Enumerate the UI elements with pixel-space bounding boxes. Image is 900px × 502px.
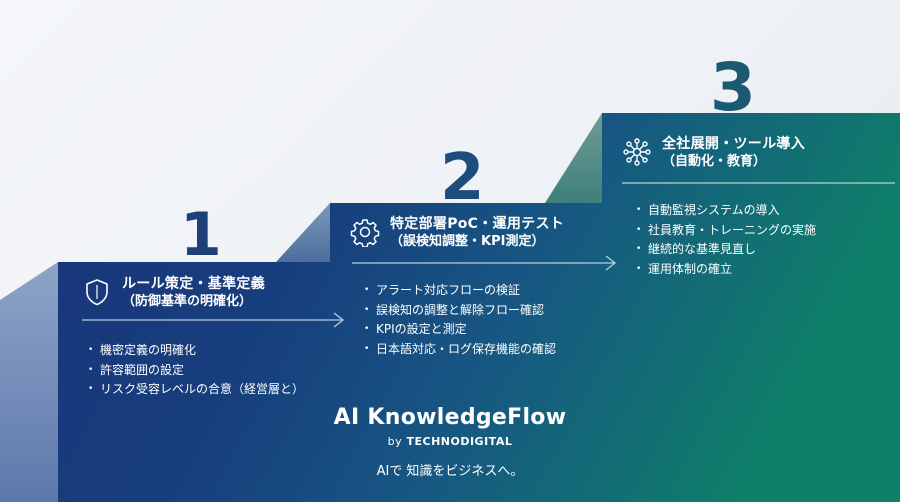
network-icon	[623, 138, 651, 166]
shield-icon	[86, 279, 108, 306]
gear-icon	[350, 219, 380, 247]
step-number-1: 1	[180, 200, 222, 270]
list-item: アラート対応フローの検証	[362, 281, 600, 301]
step-2-subtitle: （誤検知調整・KPI測定）	[390, 234, 545, 249]
step-3-title: 全社展開・ツール導入	[662, 136, 805, 152]
step3-riser	[545, 113, 602, 203]
list-item: リスク受容レベルの合意（経営層と）	[86, 380, 332, 400]
brand-by-prefix: by	[387, 435, 403, 448]
list-item: 機密定義の明確化	[86, 341, 332, 361]
brand-byline: by TECHNODIGITAL	[0, 435, 900, 448]
step-2-title: 特定部署PoC・運用テスト	[390, 216, 565, 232]
list-item: 日本語対応・ログ保存機能の確認	[362, 340, 600, 360]
step-number-3: 3	[710, 49, 756, 126]
arrow-step1-to-step2	[82, 312, 345, 328]
step-number-2: 2	[440, 141, 485, 215]
step-3-subtitle: （自動化・教育）	[662, 154, 767, 169]
step-3-list: 自動監視システムの導入 社員教育・トレーニングの実施 継続的な基準見直し 運用体…	[634, 201, 882, 279]
brand-name: AI KnowledgeFlow	[333, 405, 567, 430]
brand-company: TECHNODIGITAL	[406, 435, 513, 448]
brand-tagline: AIで 知識をビジネスへ。	[376, 464, 524, 479]
step2-riser	[276, 203, 330, 262]
list-item: 許容範囲の設定	[86, 361, 332, 381]
step-1-list: 機密定義の明確化 許容範囲の設定 リスク受容レベルの合意（経営層と）	[86, 341, 332, 400]
step-3-block: 全社展開・ツール導入 （自動化・教育） 自動監視システムの導入 社員教育・トレー…	[622, 135, 882, 279]
step1-riser	[0, 262, 58, 502]
list-item: 社員教育・トレーニングの実施	[634, 221, 882, 241]
list-item: 誤検知の調整と解除フロー確認	[362, 301, 600, 321]
step-2-block: 特定部署PoC・運用テスト （誤検知調整・KPI測定） アラート対応フローの検証…	[350, 215, 600, 359]
arrow-step2-to-step3	[352, 255, 617, 271]
step-2-list: アラート対応フローの検証 誤検知の調整と解除フロー確認 KPIの設定と測定 日本…	[362, 281, 600, 359]
list-item: KPIの設定と測定	[362, 320, 600, 340]
step-1-subtitle: （防御基準の明確化）	[122, 294, 253, 309]
list-item: 運用体制の確立	[634, 260, 882, 280]
list-item: 継続的な基準見直し	[634, 240, 882, 260]
step-1-block: ルール策定・基準定義 （防御基準の明確化） 機密定義の明確化 許容範囲の設定 リ…	[82, 275, 332, 400]
list-item: 自動監視システムの導入	[634, 201, 882, 221]
step-1-title: ルール策定・基準定義	[122, 276, 265, 292]
